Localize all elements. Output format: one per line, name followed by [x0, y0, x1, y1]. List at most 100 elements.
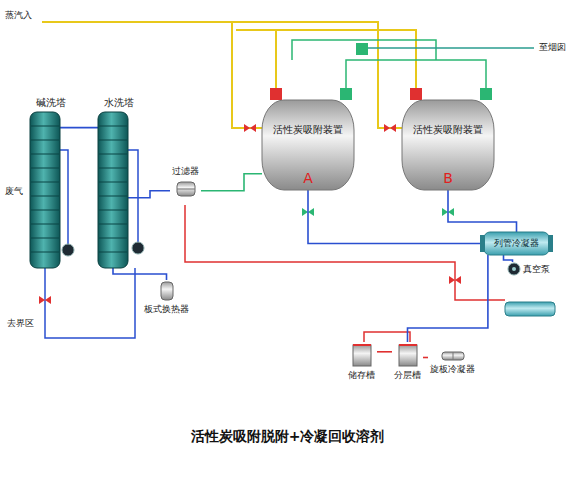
tower-ring: [31, 154, 59, 155]
process-pipe: [128, 191, 170, 198]
steam-pipe: [42, 22, 262, 128]
tower-ring: [99, 126, 127, 127]
equipment-label: 分层槽: [394, 370, 421, 381]
pipe-label: 废气: [4, 186, 24, 197]
pump: [132, 242, 144, 254]
filter-icon: [175, 179, 197, 199]
process-pipe: [423, 357, 428, 359]
plate-icon: [159, 280, 175, 302]
process-pipe: [201, 174, 262, 191]
shape-outline: [30, 112, 60, 268]
valve: [384, 124, 396, 132]
condenser-shell: [484, 232, 549, 255]
process-pipe: [308, 190, 484, 244]
valve: [340, 88, 352, 100]
process-pipe: [113, 268, 167, 280]
wash-tower: 水洗塔: [98, 112, 128, 268]
tank-body: [399, 345, 417, 366]
equipment: 真空泵: [505, 262, 552, 276]
tank-lid: [399, 344, 417, 346]
tower-ring: [31, 126, 59, 127]
tower-ring: [31, 252, 59, 253]
pump-body: [508, 263, 520, 275]
valve: [39, 296, 51, 304]
equipment: 旋板冷凝器: [428, 350, 477, 375]
condenser-body: [442, 352, 464, 360]
tower-ring: [31, 196, 59, 197]
valve: [356, 43, 368, 55]
tower-ring: [31, 238, 59, 239]
equipment-label: 过滤器: [172, 166, 199, 177]
tower-ring: [99, 210, 127, 211]
process-pipe: [377, 351, 392, 353]
tower-ring: [99, 154, 127, 155]
tower-label: 碱洗塔: [36, 97, 66, 109]
process-pipe: [504, 255, 513, 262]
adsorber: 活性炭吸附装置 A: [262, 100, 354, 190]
exchanger-body: [161, 282, 173, 300]
equipment-label: 储存槽: [348, 370, 375, 381]
spiral-icon: [440, 350, 466, 362]
valve: [244, 124, 256, 132]
heat-exchanger: [505, 302, 555, 316]
filter-seam: [177, 189, 195, 190]
vent-pipe: [346, 60, 486, 92]
tower-ring: [99, 168, 127, 169]
adsorber-shell: [402, 100, 494, 190]
tower-ring: [99, 252, 127, 253]
equipment: 板式换热器: [142, 280, 191, 315]
process-pipe: [448, 190, 517, 232]
tank-icon: [397, 342, 419, 368]
tower-ring: [31, 224, 59, 225]
tower-ring: [31, 168, 59, 169]
tank-icon: [351, 342, 373, 368]
valve: [449, 276, 461, 284]
filter-drum: [177, 182, 195, 196]
tank-lid: [353, 344, 371, 346]
condenser-seam: [452, 352, 453, 360]
tower-ring: [31, 140, 59, 141]
tower-ring: [99, 196, 127, 197]
tower-shell: [98, 112, 128, 268]
pump: [62, 244, 74, 256]
hot-pipe: [185, 205, 505, 300]
tower-label: 水洗塔: [104, 97, 134, 109]
condenser-end: [548, 235, 553, 252]
tower-ring: [99, 140, 127, 141]
adsorber-label: 活性炭吸附装置: [413, 124, 483, 136]
pump-hub: [512, 267, 516, 271]
vent-pipe: [292, 40, 436, 60]
equipment-label: 板式换热器: [144, 304, 189, 315]
stack-pipe: [362, 47, 534, 49]
tower-ring: [31, 182, 59, 183]
process-pipe: [60, 127, 98, 129]
drain-pipe: [45, 268, 135, 338]
equipment: 储存槽: [346, 342, 377, 381]
adsorber-shell: [262, 100, 354, 190]
equipment-label: 旋板冷凝器: [430, 364, 475, 375]
adsorber: 活性炭吸附装置 B: [402, 100, 494, 190]
condenser-label: 列管冷凝器: [494, 238, 539, 249]
pipe-label: 至烟囱: [538, 42, 567, 53]
pipe-label: 蒸汽入: [4, 10, 33, 21]
condenser-end: [480, 235, 485, 252]
wash-tower: 碱洗塔: [30, 112, 60, 268]
tower-shell: [30, 112, 60, 268]
pipe-label: 去界区: [6, 318, 35, 329]
tank-body: [353, 345, 371, 366]
shape-outline: [98, 112, 128, 268]
tower-ring: [99, 182, 127, 183]
diagram-caption: 活性炭吸附脱附+冷凝回收溶剂: [0, 428, 575, 446]
valve: [270, 88, 282, 100]
tower-ring: [99, 224, 127, 225]
valve: [410, 88, 422, 100]
adsorber-letter: B: [443, 170, 453, 186]
tower-ring: [99, 238, 127, 239]
adsorber-label: 活性炭吸附装置: [273, 124, 343, 136]
tube-condenser: 列管冷凝器: [484, 232, 549, 255]
equipment-label: 真空泵: [523, 264, 550, 275]
valve: [480, 88, 492, 100]
process-pipe: [408, 255, 488, 342]
adsorber-letter: A: [303, 170, 313, 186]
